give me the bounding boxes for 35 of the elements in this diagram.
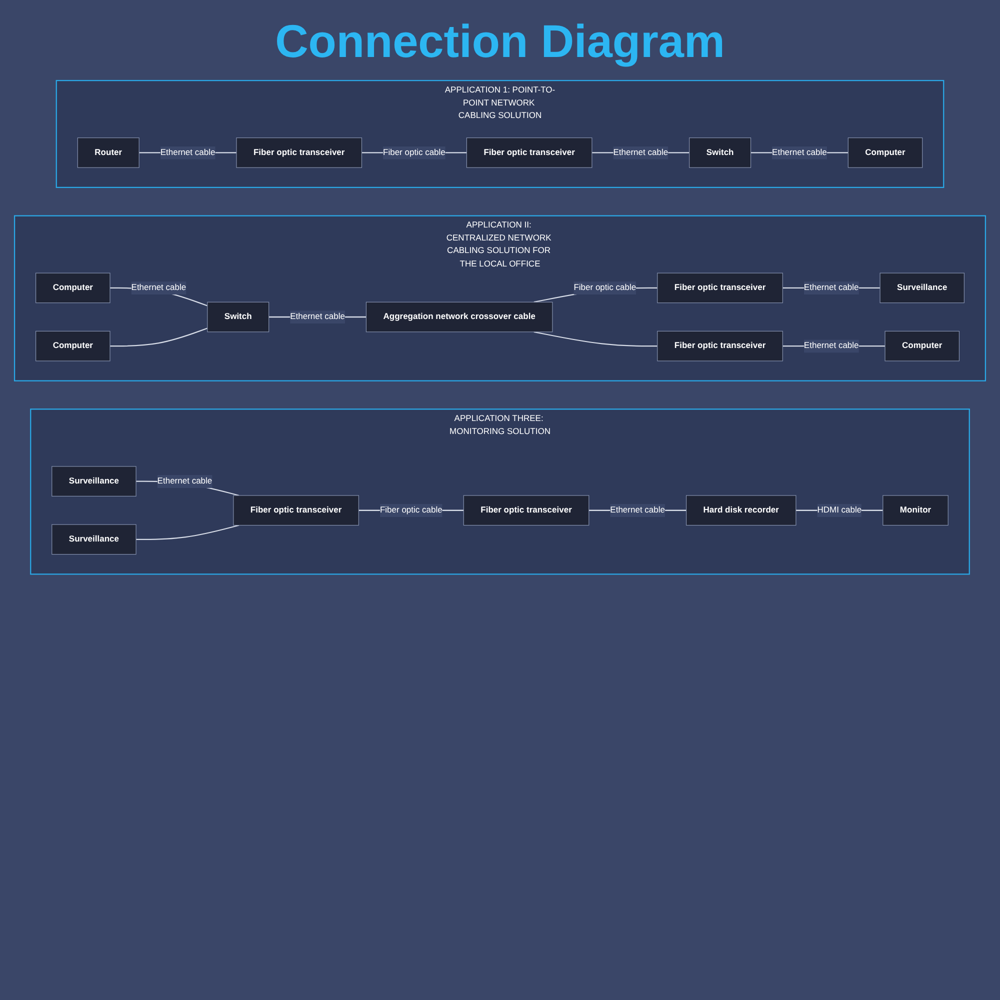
edge-label: Ethernet cable (131, 282, 186, 292)
edge-label: Ethernet cable (772, 147, 827, 158)
node-box: Fiber optic transceiver (657, 272, 783, 304)
node-box: Surveillance (880, 272, 964, 304)
node-box: Hard disk recorder (686, 495, 796, 526)
node-box: Aggregation network crossover cable (366, 302, 553, 332)
edge-label: Ethernet cable (610, 505, 666, 515)
node-box: Switch (689, 138, 752, 168)
diagram-title: Connection Diagram (274, 14, 726, 68)
node-box: Fiber optic transceiver (236, 138, 362, 168)
node-box: Computer (884, 330, 960, 362)
node-box: Switch (207, 302, 270, 332)
edge-label: Ethernet cable (160, 147, 216, 158)
edge-label: Fiber optic cable (383, 147, 446, 158)
edge-label: Ethernet cable (804, 282, 859, 292)
node-box: Computer (36, 272, 110, 304)
node-box: Computer (36, 330, 110, 362)
edge-label: Fiber optic cable (574, 282, 636, 292)
node-box: Fiber optic transceiver (463, 495, 590, 526)
connector (136, 524, 240, 540)
edge-label: Ethernet cable (157, 476, 212, 486)
node-box: Fiber optic transceiver (233, 495, 359, 526)
edge-label: Ethernet cable (613, 147, 668, 158)
node-box: Computer (848, 138, 923, 168)
node-box: Monitor (882, 495, 948, 526)
edge-label: Fiber optic cable (380, 505, 442, 515)
node-box: Fiber optic transceiver (657, 330, 783, 362)
node-box: Surveillance (52, 524, 136, 555)
node-box: Fiber optic transceiver (466, 138, 592, 168)
node-box: Router (77, 138, 140, 168)
connector (110, 328, 208, 347)
edge-label: HDMI cable (817, 505, 862, 515)
node-box: Surveillance (52, 466, 136, 496)
connector (534, 331, 658, 347)
edge-label: Ethernet cable (290, 312, 345, 322)
